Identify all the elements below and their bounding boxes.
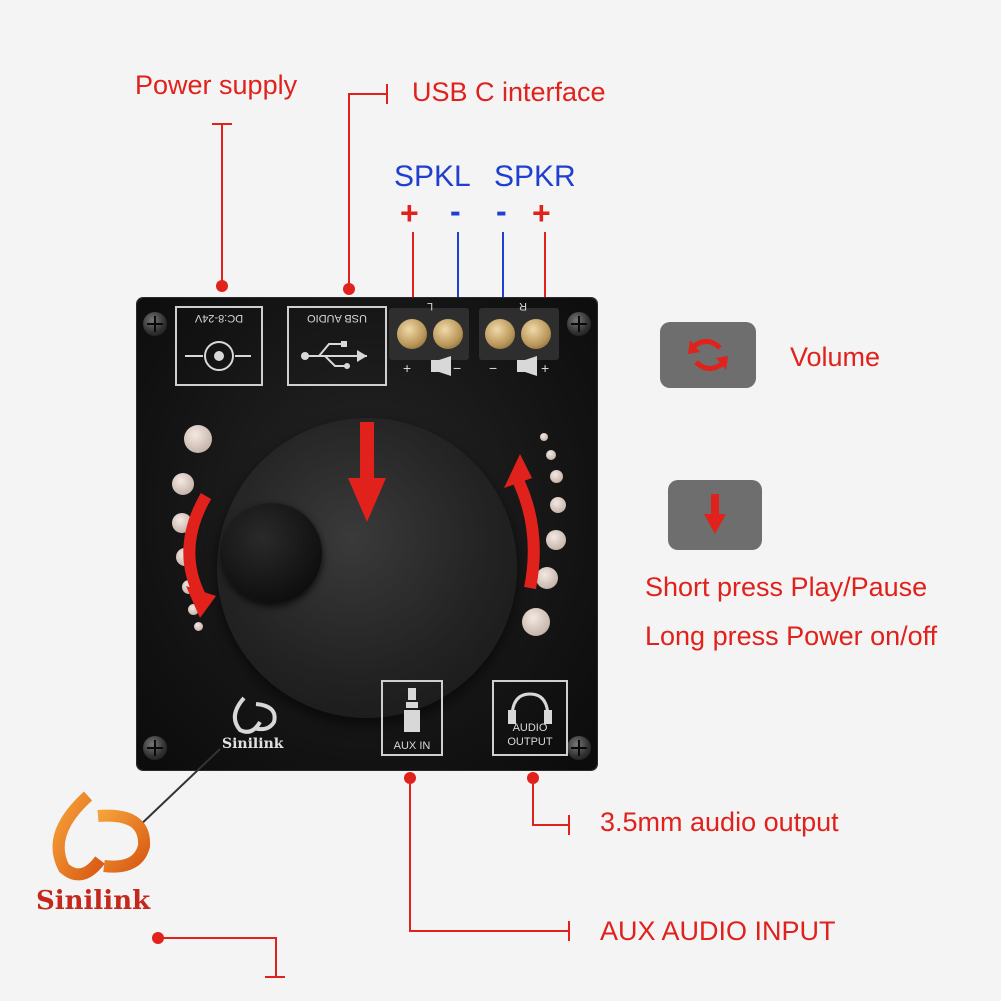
spkr-minus-wire (502, 232, 504, 302)
headphones-icon (508, 692, 552, 724)
sinilink-logo-small-icon (232, 696, 277, 734)
volume-led (522, 608, 550, 636)
spkl-plus-wire (412, 232, 414, 302)
audio-out-label: 3.5mm audio output (600, 807, 839, 837)
volume-led (184, 425, 212, 453)
volume-led (172, 473, 194, 495)
terminal-right (479, 308, 559, 360)
volume-led (536, 567, 558, 589)
terminal-l-plus: + (403, 360, 412, 376)
press-down-icon (704, 494, 726, 534)
terminal-l-label: L (427, 300, 434, 312)
spkr-plus-wire (544, 232, 546, 302)
usb-c-label: USB C interface (412, 77, 606, 107)
rotation-arrows-icon (183, 422, 540, 618)
usb-c-leader-h (348, 93, 386, 95)
aux-dot (404, 772, 416, 784)
volume-led (546, 530, 566, 550)
dc-jack-box: DC:8-24V (175, 306, 263, 386)
spkr-label: SPKR (494, 160, 576, 193)
power-supply-label: Power supply (135, 70, 298, 100)
terminal-screw-icon (521, 319, 551, 349)
spkl-minus-sign: - (450, 193, 461, 229)
audio-out-tick (568, 815, 570, 835)
rotate-icon (688, 339, 728, 371)
volume-led (540, 433, 548, 441)
volume-led (194, 622, 203, 631)
aux-leader-h (409, 930, 569, 932)
audio-label-line2: OUTPUT (507, 736, 553, 748)
terminal-screw-icon (485, 319, 515, 349)
brand-name: Sinilink (36, 886, 151, 916)
dc-label: DC:8-24V (194, 312, 244, 324)
brand-small-label: Sinilink (222, 736, 284, 752)
volume-led (546, 450, 556, 460)
terminal-screw-icon (397, 319, 427, 349)
spkl-plus-sign: + (400, 195, 419, 231)
brand-leader-h (158, 937, 276, 939)
aux-label: AUX IN (393, 740, 431, 752)
aux-tick (568, 921, 570, 941)
audio-out-leader-h (532, 824, 570, 826)
long-press-label: Long press Power on/off (645, 621, 938, 651)
aux-jack-icon (404, 688, 420, 732)
audio-output-box: AUDIO OUTPUT (492, 680, 568, 756)
volume-label: Volume (790, 342, 881, 372)
screw-icon (567, 736, 591, 760)
terminal-r-plus: + (541, 360, 550, 376)
usb-port-box: USB AUDIO (287, 306, 387, 386)
terminal-left (389, 308, 469, 360)
speaker-icon (517, 356, 537, 376)
screw-icon (143, 312, 167, 336)
spkl-label: SPKL (394, 160, 471, 193)
aux-in-box: AUX IN (381, 680, 443, 756)
usb-c-dot (343, 283, 355, 295)
brand-tick (265, 976, 285, 978)
usb-label: USB AUDIO (307, 312, 367, 324)
audio-out-dot (527, 772, 539, 784)
spkr-plus-sign: + (532, 195, 551, 231)
screw-icon (143, 736, 167, 760)
usb-c-tick (386, 84, 388, 104)
terminal-r-label: R (519, 300, 527, 312)
aux-leader-v (409, 784, 411, 932)
power-supply-leader (221, 123, 223, 283)
spkr-minus-sign: - (496, 193, 507, 229)
brand-leader-line (135, 748, 221, 830)
volume-led (188, 604, 199, 615)
usb-c-leader-v (348, 93, 350, 285)
usb-icon (301, 341, 367, 369)
short-press-label: Short press Play/Pause (645, 572, 928, 602)
terminal-l-minus: − (453, 360, 462, 376)
volume-tile (660, 322, 756, 388)
press-tile (668, 480, 762, 550)
audio-label-line1: AUDIO (512, 722, 548, 734)
spkl-minus-wire (457, 232, 459, 302)
terminal-r-minus: − (489, 360, 498, 376)
volume-led (550, 470, 563, 483)
audio-out-leader-v (532, 784, 534, 826)
power-supply-dot (216, 280, 228, 292)
screw-icon (567, 312, 591, 336)
sinilink-logo-icon (52, 791, 151, 881)
terminal-screw-icon (433, 319, 463, 349)
volume-led (550, 497, 566, 513)
speaker-icon (431, 356, 451, 376)
aux-input-label: AUX AUDIO INPUT (600, 916, 836, 946)
dc-jack-icon (185, 341, 251, 371)
knob-cap (222, 503, 322, 603)
brand-leader-v (275, 937, 277, 977)
